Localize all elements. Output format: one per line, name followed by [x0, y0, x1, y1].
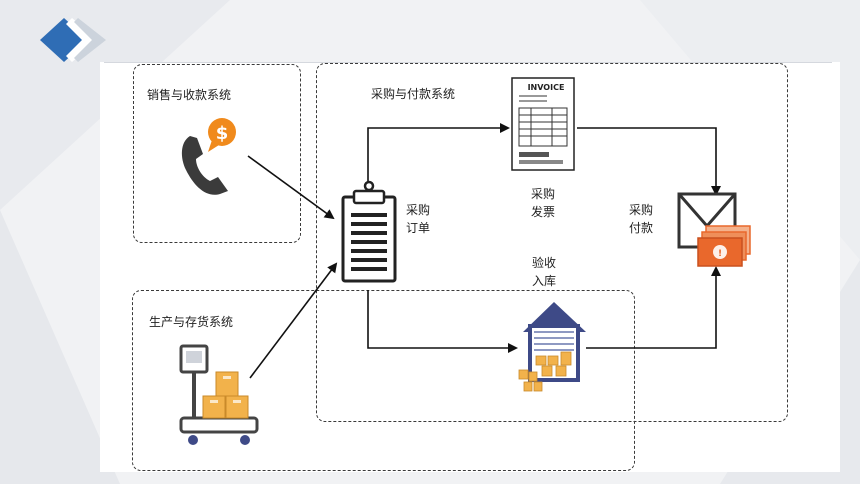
sales-system-box: [133, 64, 301, 243]
invoice-icon: INVOICE: [511, 77, 575, 171]
receiving-label-line1: 验收: [531, 256, 556, 270]
purchase-invoice-label-line1: 采购: [530, 187, 555, 201]
payment-label-line1: 采购: [628, 203, 653, 217]
arrow-sales-to-order: [247, 155, 335, 220]
svg-text:!: !: [718, 249, 722, 259]
invoice-heading: INVOICE: [528, 83, 565, 92]
arrow-invoice-to-payment: [577, 127, 721, 196]
sales-system-label: 销售与收款系统: [147, 88, 232, 102]
purchase-system-box: [316, 63, 788, 422]
warehouse-icon: [518, 302, 586, 392]
purchase-invoice-label: 采购 发票: [523, 185, 563, 221]
svg-text:$: $: [216, 123, 229, 144]
connectors: [247, 123, 721, 379]
payment-label: 采购 付款: [621, 201, 661, 237]
purchase-order-label-line2: 订单: [405, 221, 430, 235]
production-system-label: 生产与存货系统: [149, 315, 234, 329]
receiving-label: 验收 入库: [524, 254, 564, 290]
arrow-order-to-invoice: [367, 123, 510, 182]
arrow-production-to-order: [249, 262, 338, 379]
arrow-receiving-to-payment: [586, 266, 721, 349]
scale-boxes-icon: [179, 344, 259, 445]
receiving-label-line2: 入库: [531, 274, 556, 288]
purchase-invoice-label-line2: 发票: [530, 205, 555, 219]
header-divider: [104, 62, 832, 63]
production-system-box: [132, 290, 635, 471]
purchase-system-label: 采购与付款系统: [371, 87, 456, 101]
clipboard-icon: [341, 180, 397, 283]
purchase-order-label-line1: 采购: [405, 203, 430, 217]
diamond-logo-icon: [40, 18, 106, 62]
purchase-order-label: 采购 订单: [398, 201, 438, 237]
payment-label-line2: 付款: [628, 221, 653, 235]
envelope-money-icon: !: [677, 192, 751, 267]
phone-dollar-icon: $: [181, 118, 236, 195]
arrow-order-to-receiving: [367, 290, 518, 353]
